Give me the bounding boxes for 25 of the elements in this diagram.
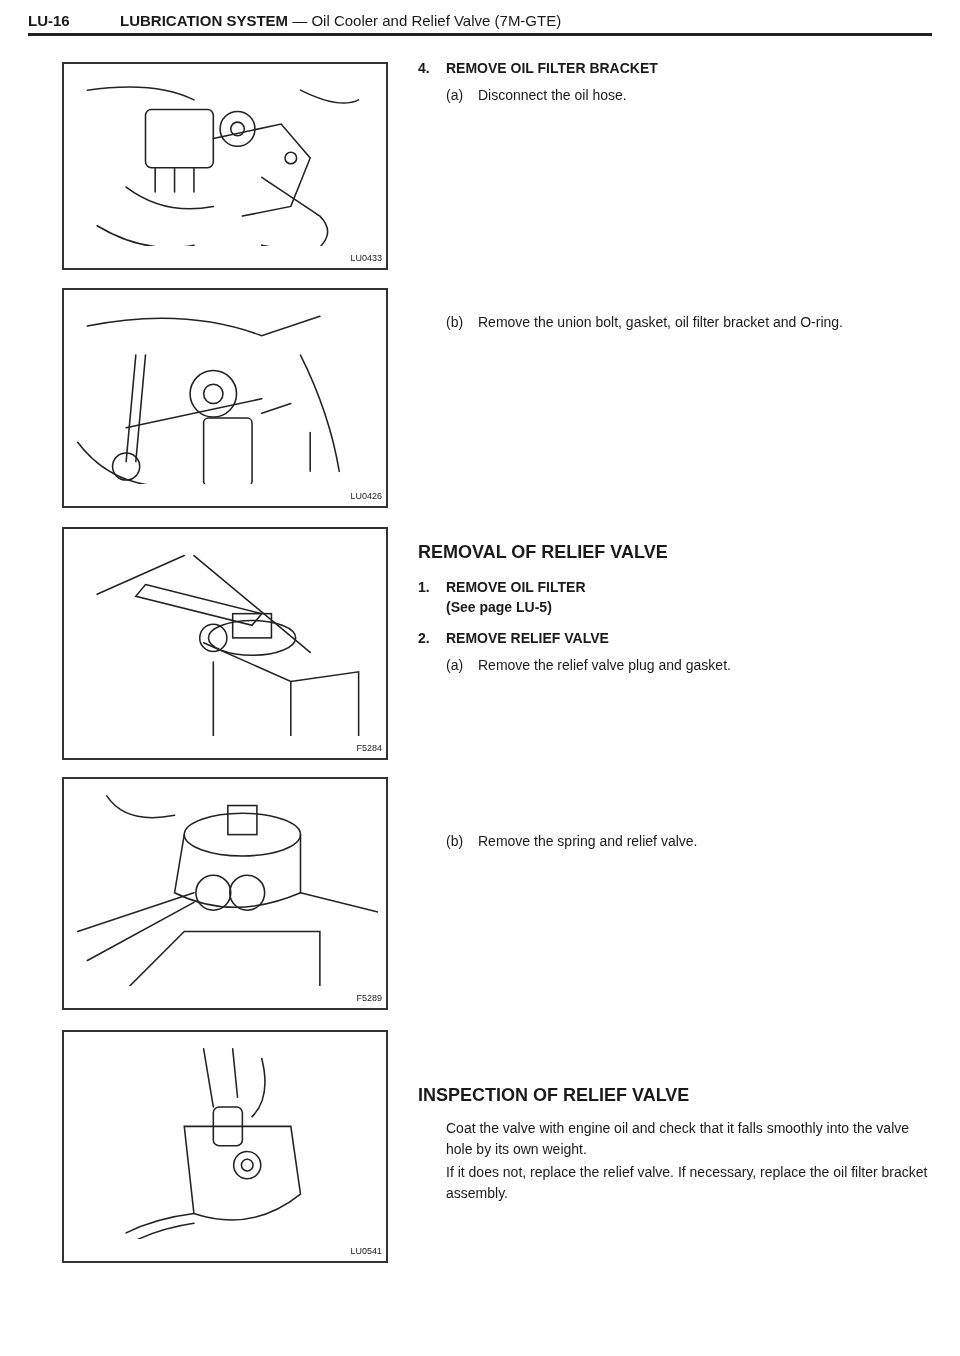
paragraph: Coat the valve with engine oil and check that it falls smoothly into the valve hole by its own weight. bbox=[446, 1119, 911, 1159]
step-heading: REMOVE OIL FILTER BRACKET bbox=[446, 59, 659, 78]
figure-code: F5284 bbox=[356, 741, 382, 755]
page-number: LU-16 bbox=[28, 11, 70, 31]
figure-code: LU0541 bbox=[350, 1244, 382, 1258]
figure-code: F5289 bbox=[356, 991, 382, 1005]
step-number: 4. bbox=[418, 59, 430, 78]
step-number: 2. bbox=[418, 629, 430, 648]
instruction-text: Remove the union bolt, gasket, oil filter bracket and O-ring. bbox=[478, 313, 844, 332]
section-heading: REMOVAL OF RELIEF VALVE bbox=[418, 541, 669, 564]
substep-marker: (b) bbox=[446, 313, 464, 332]
step-heading: REMOVE RELIEF VALVE bbox=[446, 629, 610, 648]
figure-code: LU0426 bbox=[350, 489, 382, 503]
header-title: LUBRICATION SYSTEM — Oil Cooler and Relief Valve (7M-GTE) bbox=[120, 11, 562, 31]
substep-marker: (b) bbox=[446, 832, 464, 851]
substep-marker: (a) bbox=[446, 86, 464, 105]
figure-code: LU0433 bbox=[350, 251, 382, 265]
substep-marker: (a) bbox=[446, 656, 464, 675]
step-number: 1. bbox=[418, 578, 430, 597]
paragraph: If it does not, replace the relief valve. If necessary, replace the oil filter bracket assembly. bbox=[446, 1163, 929, 1203]
section-heading: INSPECTION OF RELIEF VALVE bbox=[418, 1084, 691, 1107]
step-heading: REMOVE OIL FILTER (See page LU-5) bbox=[446, 578, 587, 617]
instruction-text: Remove the spring and relief valve. bbox=[478, 832, 699, 851]
instruction-text: Remove the relief valve plug and gasket. bbox=[478, 656, 732, 675]
instruction-text: Disconnect the oil hose. bbox=[478, 86, 628, 105]
